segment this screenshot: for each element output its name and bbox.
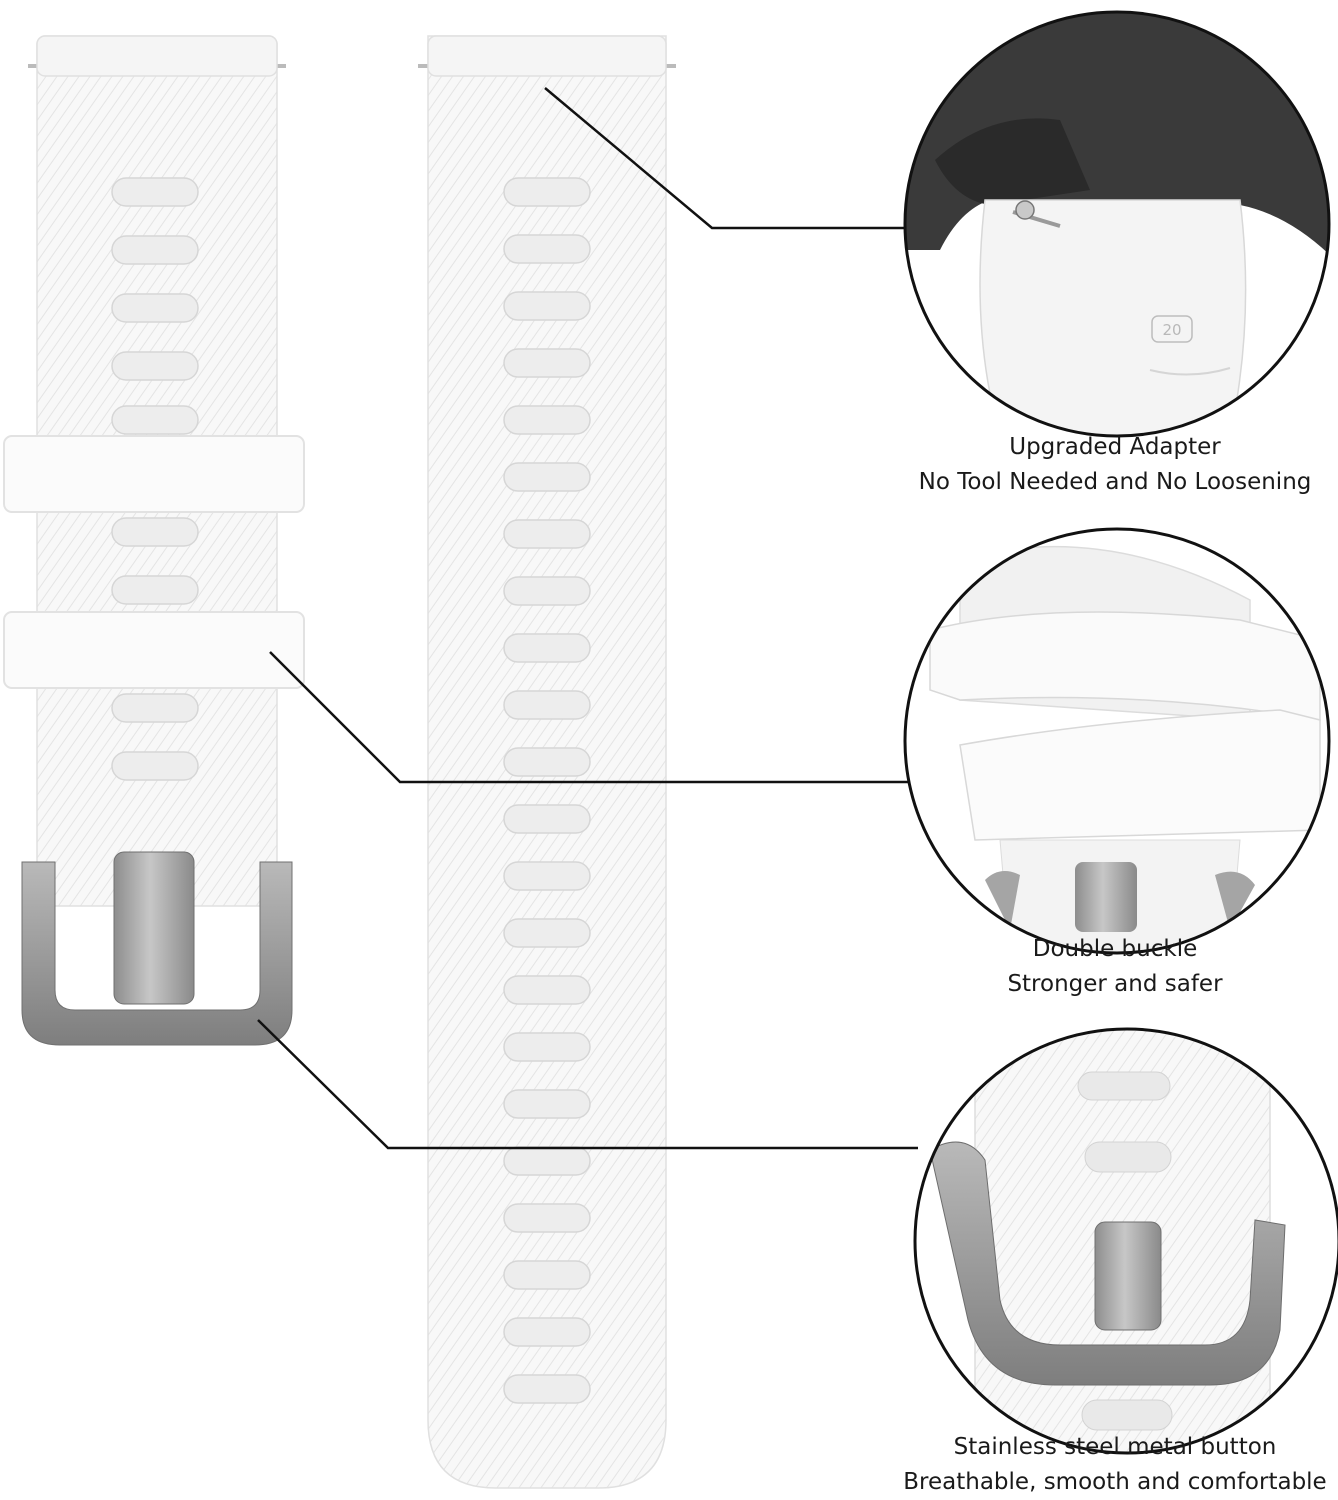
- callout-subtitle: Stronger and safer: [1007, 971, 1223, 997]
- buckle-tongue: [1075, 862, 1137, 932]
- callout-title: Stainless steel metal button: [953, 1434, 1277, 1460]
- strap-hole: [503, 1032, 591, 1062]
- buckle-tongue: [113, 851, 195, 1005]
- strap-hole: [503, 1146, 591, 1176]
- strap-hole: [503, 291, 591, 321]
- strap-hole: [503, 804, 591, 834]
- callout-subtitle: No Tool Needed and No Loosening: [918, 469, 1312, 495]
- strap-hole: [503, 462, 591, 492]
- callout-title: Double buckle: [1032, 936, 1198, 962]
- hole-strap: [418, 35, 676, 1489]
- strap-hole: [503, 519, 591, 549]
- callout-subtitle: Breathable, smooth and comfortable: [903, 1469, 1327, 1495]
- strap-holes: [111, 177, 199, 781]
- metal-button-detail-circle: [913, 1027, 1338, 1455]
- strap-hole: [111, 177, 199, 207]
- strap-keeper-loop: [3, 435, 305, 513]
- strap-hole: [503, 576, 591, 606]
- strap-hole: [111, 575, 199, 605]
- strap-hole: [503, 1374, 591, 1404]
- callout-metal-button: Stainless steel metal button Breathable,…: [880, 1430, 1338, 1500]
- svg-text:20: 20: [1162, 321, 1181, 339]
- callout-adapter: Upgraded Adapter No Tool Needed and No L…: [890, 430, 1338, 500]
- strap-hole: [503, 975, 591, 1005]
- callout-leader-lines: [257, 87, 918, 1150]
- strap-hole: [503, 747, 591, 777]
- double-buckle-detail-circle: [903, 527, 1331, 955]
- strap-hole: [503, 405, 591, 435]
- strap-hole: [503, 1260, 591, 1290]
- buckle-strap: [3, 35, 305, 1046]
- strap-hole: [111, 351, 199, 381]
- strap-hole: [503, 348, 591, 378]
- strap-holes: [503, 177, 591, 1404]
- strap-hole: [111, 751, 199, 781]
- strap-hole: [111, 405, 199, 435]
- strap-hole: [111, 235, 199, 265]
- strap-hole: [503, 1203, 591, 1233]
- callout-double-buckle: Double buckle Stronger and safer: [890, 932, 1338, 1002]
- strap-hole: [111, 517, 199, 547]
- strap-hole: [503, 861, 591, 891]
- strap-hole: [111, 293, 199, 323]
- strap-hole: [503, 1317, 591, 1347]
- strap-hole: [503, 1089, 591, 1119]
- strap-hole: [503, 918, 591, 948]
- size-marking: [1151, 315, 1193, 343]
- metal-buckle: [929, 1141, 1286, 1386]
- strap-hole: [503, 690, 591, 720]
- strap-hole: [503, 633, 591, 663]
- buckle-tongue: [1094, 1221, 1162, 1331]
- strap-hole: [503, 177, 591, 207]
- strap-end: [979, 199, 1247, 436]
- strap-keeper-loop: [3, 611, 305, 689]
- callout-title: Upgraded Adapter: [1009, 434, 1221, 460]
- strap-hole: [111, 693, 199, 723]
- strap-hole: [503, 234, 591, 264]
- adapter-detail-circle: 20: [903, 10, 1331, 438]
